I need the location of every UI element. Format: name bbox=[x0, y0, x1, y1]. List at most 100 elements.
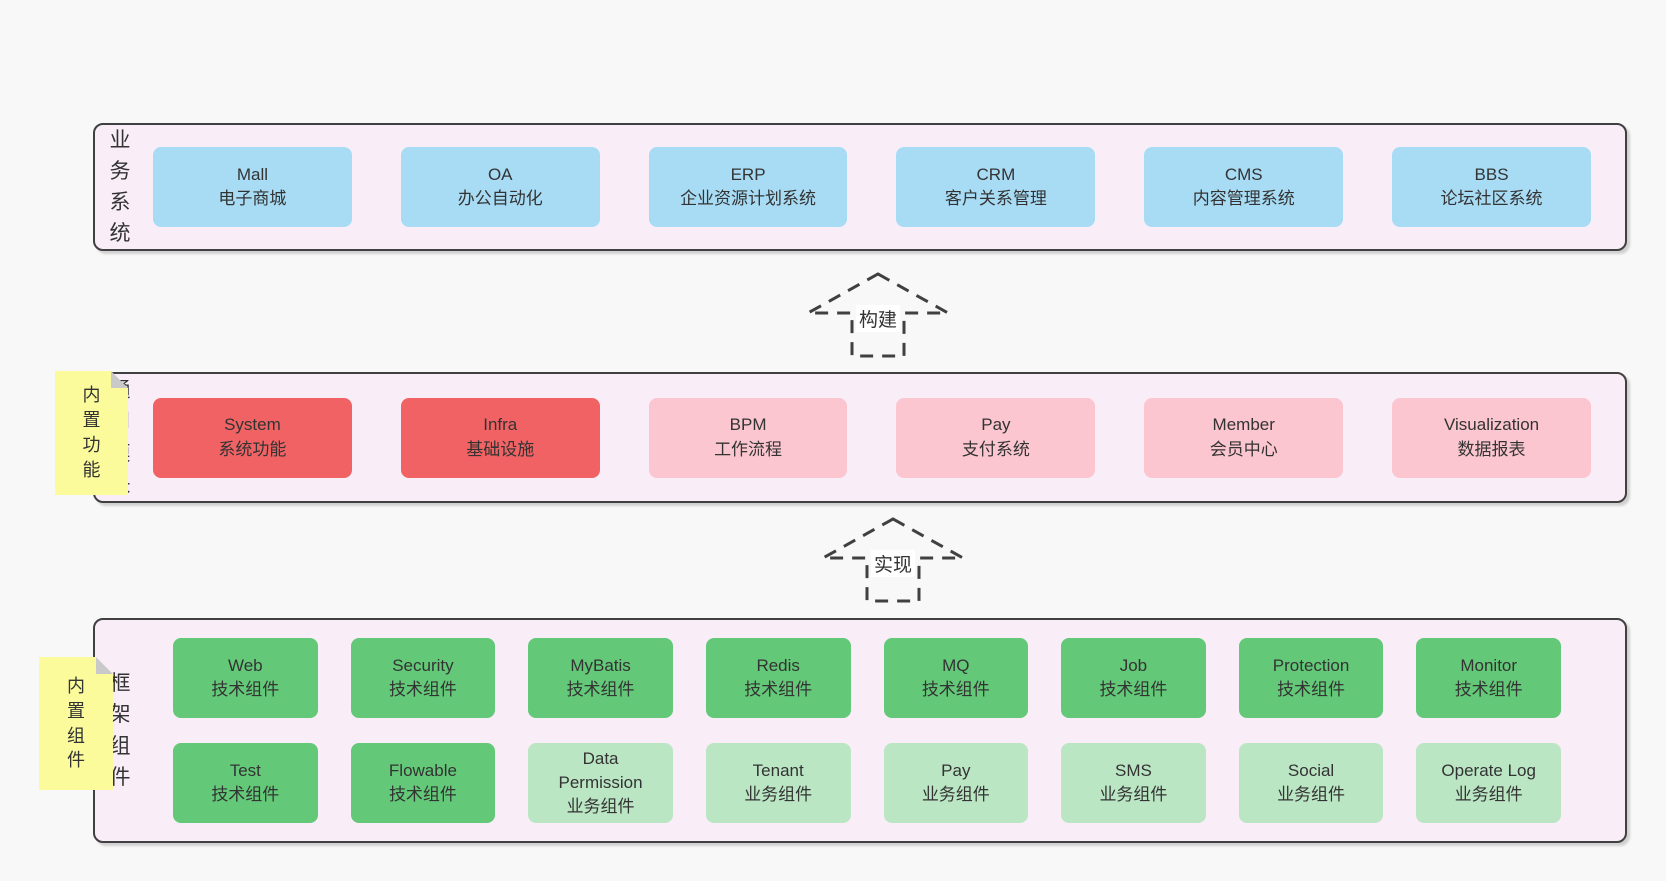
node-security: Security 技术组件 bbox=[350, 638, 496, 718]
node-subtitle: 工作流程 bbox=[714, 439, 783, 459]
node-subtitle: 技术组件 bbox=[388, 785, 457, 804]
node-flowable: Flowable 技术组件 bbox=[350, 743, 496, 823]
node-social: Social 业务组件 bbox=[1238, 743, 1384, 823]
node-infra: Infra 基础设施 bbox=[400, 397, 600, 478]
layer-label-business: 业务系统 bbox=[109, 128, 131, 246]
node-subtitle: 技术组件 bbox=[744, 680, 813, 699]
node-web: Web 技术组件 bbox=[173, 638, 318, 718]
arrow-build: 构建 bbox=[805, 271, 951, 359]
node-title: Security bbox=[392, 655, 454, 675]
node-pay-biz: Pay 业务组件 bbox=[883, 743, 1029, 823]
sticky-note-built-in-features: 内置功能 bbox=[55, 371, 128, 495]
node-bpm: BPM 工作流程 bbox=[648, 397, 848, 478]
node-title: CMS bbox=[1224, 164, 1263, 184]
node-subtitle: 业务组件 bbox=[744, 785, 813, 804]
node-test: Test 技术组件 bbox=[173, 743, 318, 823]
node-erp: ERP 企业资源计划系统 bbox=[648, 147, 848, 227]
node-tenant: Tenant 业务组件 bbox=[705, 743, 851, 823]
node-title: BPM bbox=[729, 415, 767, 435]
node-subtitle: 技术组件 bbox=[211, 785, 280, 804]
node-crm: CRM 客户关系管理 bbox=[896, 147, 1096, 227]
node-title: MyBatis bbox=[570, 655, 631, 675]
framework-rows: Web 技术组件 Security 技术组件 MyBatis 技术组件 Redi… bbox=[153, 638, 1595, 823]
node-subtitle: 业务组件 bbox=[566, 797, 635, 817]
node-bbs: BBS 论坛社区系统 bbox=[1392, 147, 1591, 227]
node-title: Redis bbox=[756, 655, 800, 675]
node-title: Monitor bbox=[1460, 655, 1518, 675]
layer-business-systems: 业务系统 Mall 电子商城 OA 办公自动化 ERP 企业资源计划系统 CRM… bbox=[93, 123, 1627, 251]
node-title: MQ bbox=[942, 655, 970, 675]
node-subtitle: 企业资源计划系统 bbox=[680, 189, 817, 208]
node-oa: OA 办公自动化 bbox=[400, 147, 600, 227]
node-title: Pay bbox=[941, 760, 971, 780]
node-subtitle: 支付系统 bbox=[961, 439, 1030, 459]
node-title: Visualization bbox=[1443, 415, 1540, 435]
node-subtitle: 业务组件 bbox=[1277, 785, 1346, 804]
node-subtitle: 客户关系管理 bbox=[944, 189, 1047, 208]
node-title: Infra bbox=[483, 415, 518, 435]
node-pay-module: Pay 支付系统 bbox=[896, 397, 1096, 478]
layer-common-modules: 通用模块 System 系统功能 Infra 基础设施 BPM 工作流程 Pay… bbox=[93, 372, 1627, 503]
node-title: Pay bbox=[981, 415, 1011, 435]
arrow-build-label: 构建 bbox=[855, 305, 901, 332]
node-title: Mall bbox=[236, 164, 268, 184]
node-redis: Redis 技术组件 bbox=[705, 638, 851, 718]
framework-row-2: Test 技术组件 Flowable 技术组件 Data Permission … bbox=[173, 743, 1561, 823]
common-grid: System 系统功能 Infra 基础设施 BPM 工作流程 Pay 支付系统… bbox=[153, 397, 1591, 478]
node-title: Social bbox=[1287, 760, 1335, 780]
node-subtitle: 数据报表 bbox=[1457, 439, 1526, 459]
node-subtitle: 内容管理系统 bbox=[1192, 189, 1295, 208]
node-subtitle: 技术组件 bbox=[1454, 680, 1523, 699]
node-title: OA bbox=[487, 164, 513, 184]
sticky-note-text: 内置组件 bbox=[67, 675, 85, 771]
node-title: BBS bbox=[1474, 164, 1509, 184]
node-subtitle: 会员中心 bbox=[1209, 439, 1278, 459]
arrow-implement: 实现 bbox=[820, 516, 966, 604]
node-subtitle: 业务组件 bbox=[1454, 785, 1523, 804]
sticky-note-built-in-components: 内置组件 bbox=[39, 657, 113, 790]
node-title: Web bbox=[227, 655, 263, 675]
node-title: Member bbox=[1212, 415, 1275, 435]
node-member: Member 会员中心 bbox=[1144, 397, 1344, 478]
node-subtitle: 办公自动化 bbox=[457, 189, 543, 208]
node-title: Test bbox=[229, 760, 261, 780]
node-subtitle: 业务组件 bbox=[921, 785, 990, 804]
node-cms: CMS 内容管理系统 bbox=[1144, 147, 1344, 227]
node-subtitle: 技术组件 bbox=[566, 680, 635, 699]
node-subtitle: 业务组件 bbox=[1099, 785, 1168, 804]
framework-row-1: Web 技术组件 Security 技术组件 MyBatis 技术组件 Redi… bbox=[173, 638, 1561, 718]
business-grid: Mall 电子商城 OA 办公自动化 ERP 企业资源计划系统 CRM 客户关系… bbox=[153, 147, 1591, 227]
node-visualization: Visualization 数据报表 bbox=[1392, 397, 1591, 478]
node-subtitle: 技术组件 bbox=[921, 680, 990, 699]
sticky-note-text: 内置功能 bbox=[82, 385, 101, 480]
node-title: Tenant bbox=[752, 760, 804, 780]
node-title: Operate Log bbox=[1441, 760, 1536, 780]
node-title: SMS bbox=[1115, 760, 1152, 780]
node-title: Protection bbox=[1272, 655, 1350, 675]
layer-label-framework: 框架组件 bbox=[109, 672, 131, 789]
node-mq: MQ 技术组件 bbox=[883, 638, 1029, 718]
node-title: System bbox=[224, 415, 281, 435]
arrow-implement-label: 实现 bbox=[870, 550, 916, 577]
node-subtitle: 技术组件 bbox=[1277, 680, 1346, 699]
node-title: CRM bbox=[976, 164, 1016, 184]
node-title: Job bbox=[1119, 655, 1148, 675]
node-system: System 系统功能 bbox=[153, 397, 352, 478]
node-subtitle: 技术组件 bbox=[1099, 680, 1168, 699]
node-title: Data Permission bbox=[558, 748, 643, 792]
node-operate-log: Operate Log 业务组件 bbox=[1416, 743, 1561, 823]
node-job: Job 技术组件 bbox=[1061, 638, 1206, 718]
node-subtitle: 论坛社区系统 bbox=[1440, 189, 1543, 208]
node-mall: Mall 电子商城 bbox=[153, 147, 352, 227]
node-sms: SMS 业务组件 bbox=[1061, 743, 1206, 823]
node-subtitle: 电子商城 bbox=[218, 189, 287, 208]
node-monitor: Monitor 技术组件 bbox=[1416, 638, 1561, 718]
node-data-permission: Data Permission 业务组件 bbox=[528, 743, 673, 823]
node-subtitle: 系统功能 bbox=[218, 439, 287, 459]
node-mybatis: MyBatis 技术组件 bbox=[528, 638, 673, 718]
node-subtitle: 技术组件 bbox=[388, 680, 457, 699]
node-title: Flowable bbox=[388, 760, 457, 780]
node-protection: Protection 技术组件 bbox=[1238, 638, 1384, 718]
node-subtitle: 基础设施 bbox=[466, 439, 535, 459]
node-subtitle: 技术组件 bbox=[211, 680, 280, 699]
